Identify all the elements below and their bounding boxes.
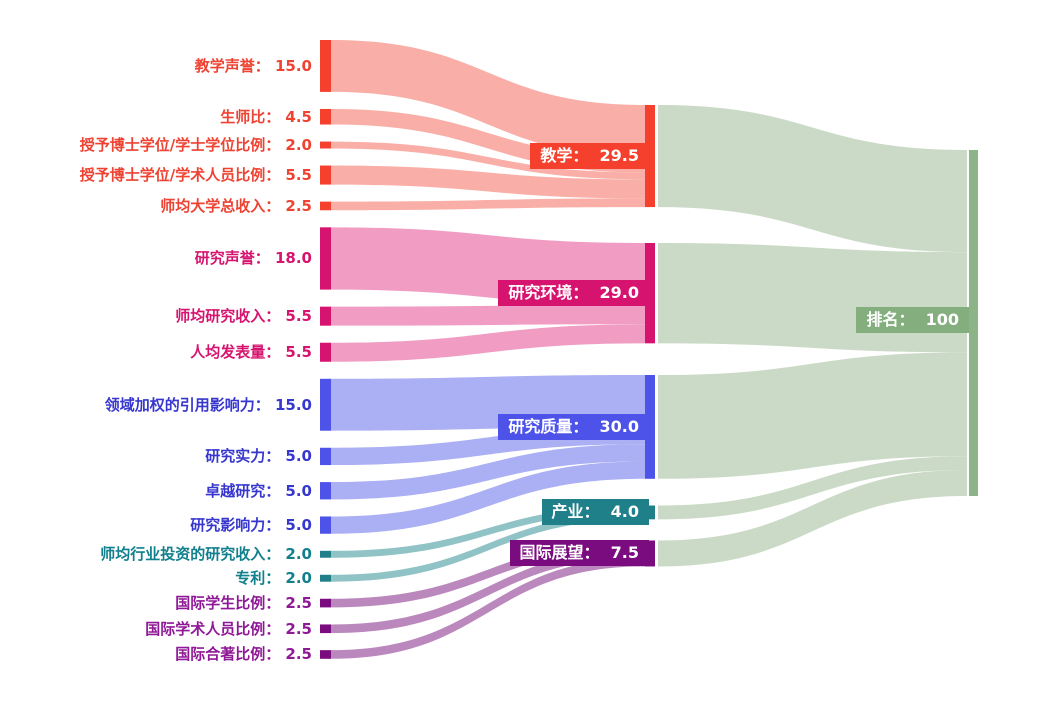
flow-field-weighted-citation-impact-to-research-quality bbox=[331, 375, 645, 431]
node-research-reputation bbox=[320, 227, 331, 290]
node-international-coauthorship bbox=[320, 650, 331, 659]
node-doctorate-staff-ratio bbox=[320, 165, 331, 185]
node-field-weighted-citation-impact bbox=[320, 378, 331, 431]
flow-patents-to-industry bbox=[331, 512, 645, 582]
flow-industry-to-overall-rank bbox=[658, 456, 967, 520]
flow-international-students-to-international-outlook bbox=[331, 540, 645, 608]
node-research-quality bbox=[645, 375, 655, 479]
flow-doctorate-staff-ratio-to-teaching bbox=[331, 165, 645, 199]
node-institutional-income bbox=[320, 201, 331, 211]
node-research-influence bbox=[320, 516, 331, 534]
node-industry-income bbox=[320, 550, 331, 558]
node-international-students bbox=[320, 598, 331, 608]
flow-research-influence-to-research-quality bbox=[331, 461, 645, 534]
flow-industry-income-to-industry bbox=[331, 505, 645, 558]
node-research-strength bbox=[320, 447, 331, 466]
node-research-environment bbox=[645, 243, 655, 344]
node-student-staff-ratio bbox=[320, 108, 331, 125]
flow-research-income-to-research-environment bbox=[331, 305, 645, 326]
node-research-excellence bbox=[320, 482, 331, 500]
flow-research-productivity-to-research-environment bbox=[331, 324, 645, 362]
node-international-staff bbox=[320, 624, 331, 634]
flow-teaching-to-overall-rank bbox=[658, 105, 967, 253]
flow-international-outlook-to-overall-rank bbox=[658, 470, 967, 567]
node-industry bbox=[645, 505, 655, 520]
node-teaching-reputation bbox=[320, 40, 331, 92]
node-research-income bbox=[320, 306, 331, 326]
flow-research-reputation-to-research-environment bbox=[331, 227, 645, 306]
flow-research-environment-to-overall-rank bbox=[658, 243, 967, 353]
flow-research-quality-to-overall-rank bbox=[658, 352, 967, 479]
flow-institutional-income-to-teaching bbox=[331, 198, 645, 211]
flow-teaching-reputation-to-teaching bbox=[331, 40, 645, 157]
node-doctorate-bachelor-ratio bbox=[320, 141, 331, 149]
node-patents bbox=[320, 574, 331, 582]
flow-doctorate-bachelor-ratio-to-teaching bbox=[331, 141, 645, 180]
flow-international-coauthorship-to-international-outlook bbox=[331, 557, 645, 659]
node-overall-rank bbox=[969, 150, 978, 496]
node-research-productivity bbox=[320, 342, 331, 362]
node-teaching bbox=[645, 105, 655, 208]
flow-research-excellence-to-research-quality bbox=[331, 444, 645, 500]
flow-international-staff-to-international-outlook bbox=[331, 549, 645, 634]
node-international-outlook bbox=[645, 540, 655, 567]
